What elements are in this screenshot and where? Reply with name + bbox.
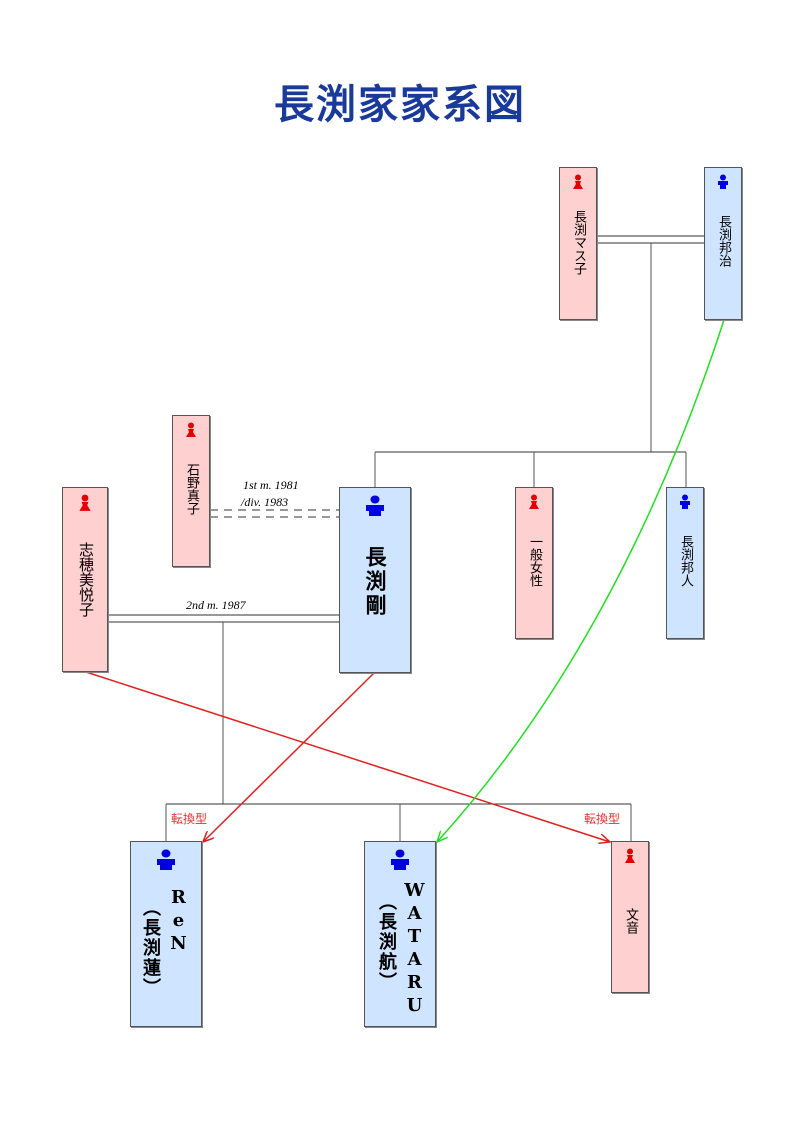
- person-wataru[interactable]: WATARU （長渕航）: [364, 841, 436, 1027]
- person-name-latin: WATARU: [404, 880, 425, 1018]
- person-name: 長渕邦人: [678, 535, 693, 587]
- person-etsuko[interactable]: 志穂美悦子: [62, 487, 108, 672]
- person-name-latin: ReN: [168, 887, 189, 956]
- person-name-japanese: （長渕航）: [376, 892, 397, 992]
- female-icon: [625, 848, 635, 863]
- second-marriage-label: 2nd m. 1987: [186, 598, 246, 612]
- arrow-kuniharu-to-wataru: [437, 319, 725, 842]
- person-name: 石野真子: [184, 463, 199, 515]
- female-icon: [573, 174, 583, 189]
- male-icon: [680, 494, 690, 509]
- page-title: 長渕家家系図: [274, 81, 526, 128]
- first-marriage-label: 1st m. 1981: [243, 478, 299, 492]
- arrow-tsuyoshi-to-ren: [203, 672, 375, 842]
- person-kuniharu[interactable]: 長渕邦治: [704, 167, 742, 320]
- person-ayane[interactable]: 文音: [611, 841, 649, 993]
- person-name-japanese: （長渕蓮）: [140, 898, 161, 998]
- person-name: 志穂美悦子: [77, 542, 95, 617]
- divorce-label: /div. 1983: [241, 495, 289, 509]
- female-icon: [79, 494, 91, 511]
- person-name: 長渕邦治: [716, 215, 731, 267]
- male-icon: [366, 495, 384, 516]
- person-mako[interactable]: 石野真子: [172, 415, 210, 567]
- person-masuko[interactable]: 長渕マス子: [559, 167, 597, 320]
- male-icon: [391, 849, 409, 870]
- male-icon: [157, 849, 175, 870]
- arrow-etsuko-to-ayane: [85, 671, 610, 842]
- person-name: 一般女性: [527, 535, 542, 587]
- person-name: 長渕剛: [363, 546, 388, 618]
- female-icon: [186, 422, 196, 437]
- person-name: 文音: [623, 908, 638, 934]
- person-tsuyoshi[interactable]: 長渕剛: [339, 487, 411, 673]
- person-name: 長渕マス子: [571, 210, 586, 275]
- transition-label-ren: 転換型: [171, 812, 208, 826]
- person-woman[interactable]: 一般女性: [515, 487, 553, 639]
- person-ren[interactable]: ReN （長渕蓮）: [130, 841, 202, 1027]
- female-icon: [529, 494, 539, 509]
- transition-label-ayane: 転換型: [584, 812, 621, 826]
- male-icon: [718, 174, 728, 189]
- person-kunito[interactable]: 長渕邦人: [666, 487, 704, 639]
